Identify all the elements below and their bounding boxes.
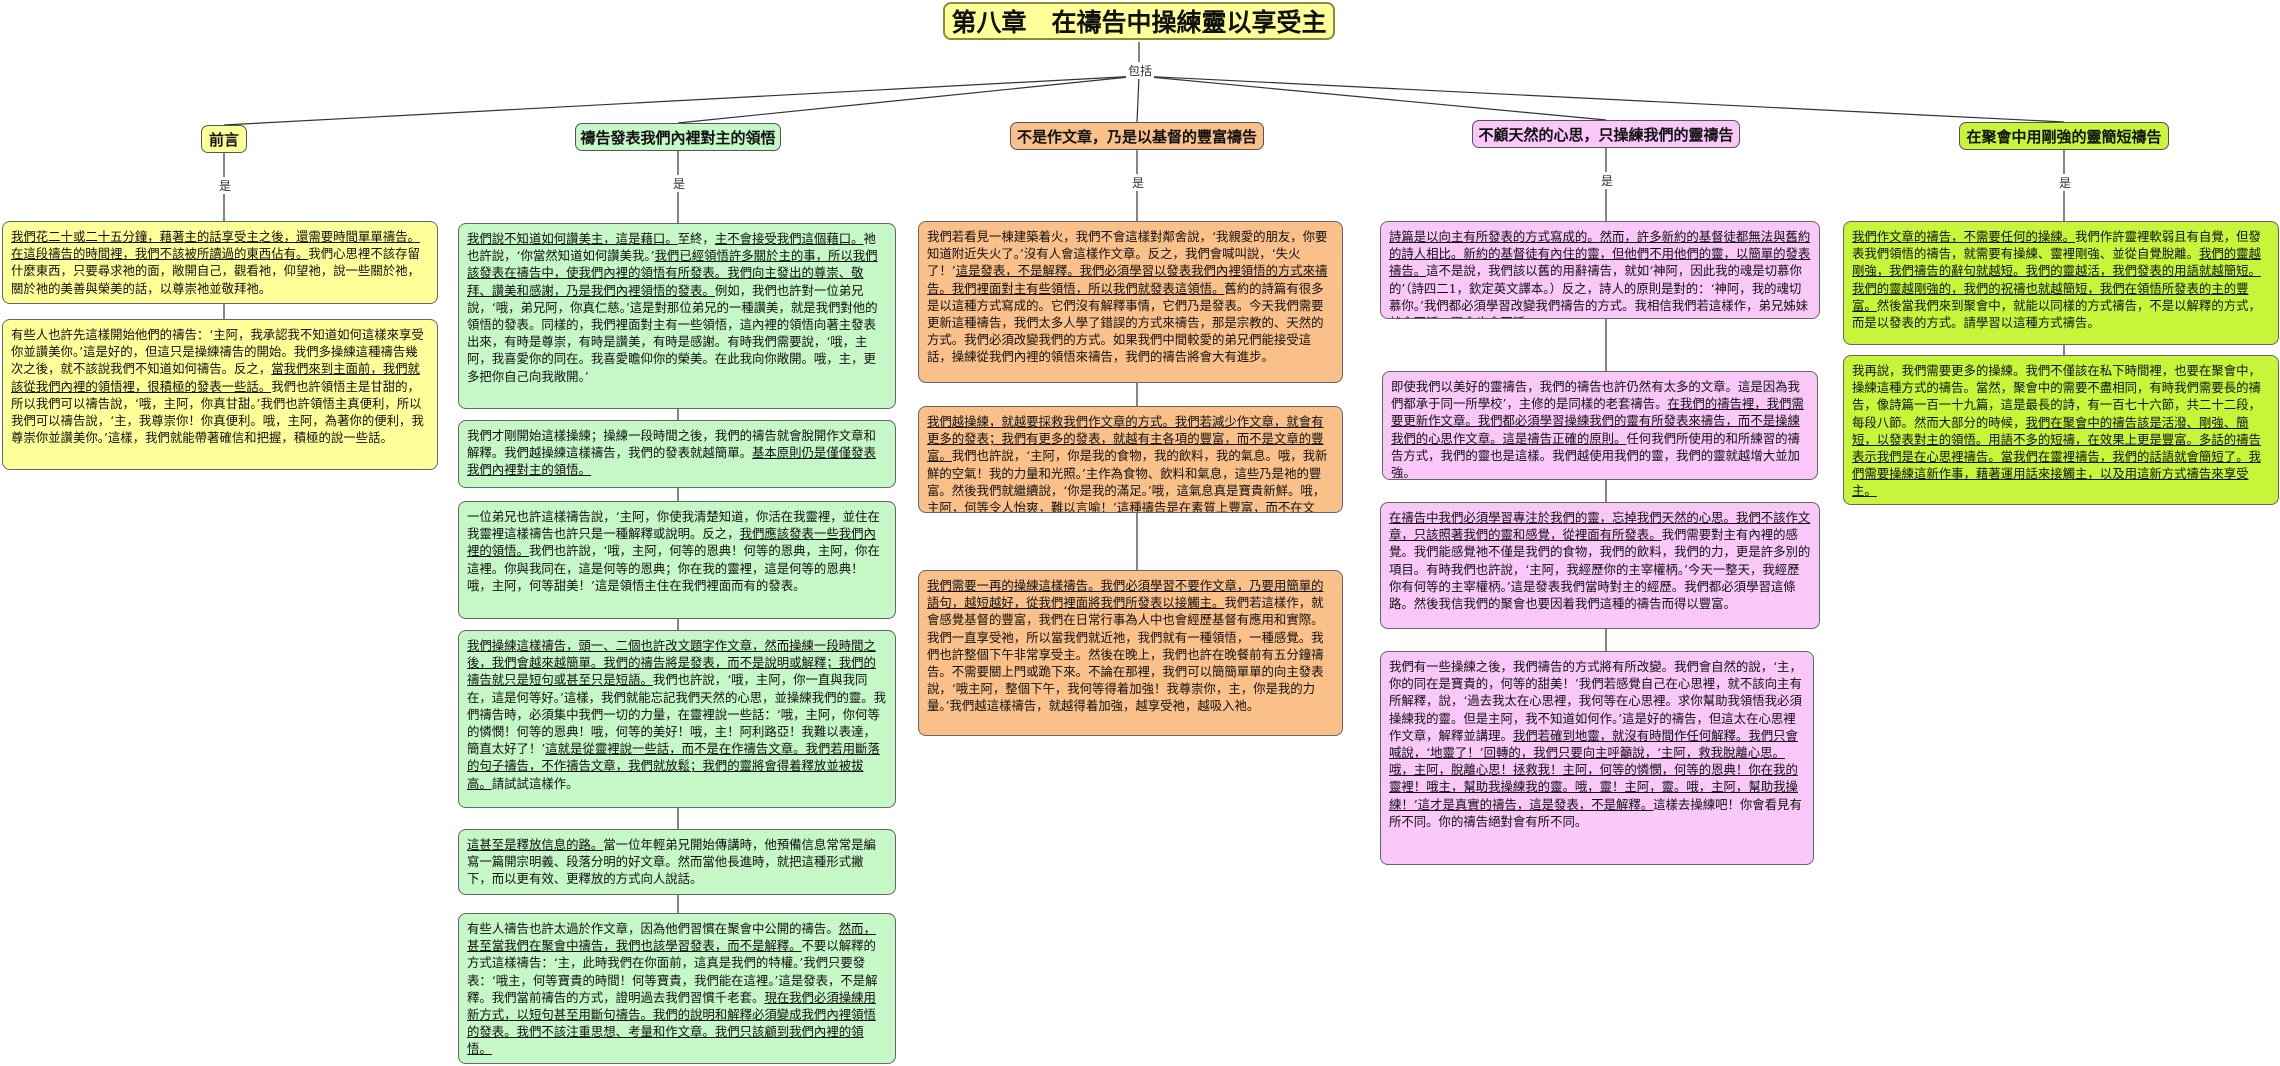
note-text: 這不是說，我們該以舊的用辭禱告，就如‘神阿，因此我的魂是切慕你的’（詩四二1，欽…: [1389, 263, 1809, 318]
emphasized-text: 我們的靈越剛強，我們禱告的辭句就越短。我們的靈越活，我們發表的用語就越簡短。我們…: [1852, 246, 2261, 313]
note-text: 我們有一些操練之後，我們禱告的方式將有所改變。我們會自然的說，‘主，你的同在是寶…: [1389, 659, 1802, 743]
branch-preface-heading: 前言: [201, 125, 247, 153]
branch-riches-of-christ-note: 我們需要一再的操練這樣禱告。我們必須學習不要作文章，乃要用簡單的語句，越短越好，…: [918, 570, 1343, 736]
relation-label-is: 是: [1599, 172, 1616, 189]
emphasized-text: 我們若確到地靈，就沒有時間作任何解釋。我們只會喊說，‘地靈了！’回轉的，我們只要…: [1389, 727, 1798, 812]
connector-line: [1136, 75, 1140, 123]
note-text: 不要以解釋的方式這樣禱告：‘主，此時我們在你面前，這真是我們的特權。’我們只要發…: [467, 938, 878, 1005]
note-text: 我們心思裡不該存留什麼東西，只要尋求祂的面，敞開自己，觀看祂，仰望祂，說一些關於…: [11, 246, 420, 296]
emphasized-text: 基本原則仍是僅僅發表我們內裡對主的領悟。: [467, 445, 876, 478]
note-text: 當一位年輕弟兄開始傳講時，他預備信息常常是編寫一篇開宗明義、段落分明的好文章。然…: [467, 837, 876, 887]
branch-preface-note: 我們花二十或二十五分鐘，藉著主的話享受主之後，還需要時間單單禱告。在這段禱告的時…: [2, 221, 438, 304]
note-text: 有些人也許先這樣開始他們的禱告：‘主阿，我承認我不知道如何這樣來享受你並讚美你。…: [11, 327, 424, 377]
branch-short-prayers-in-meetings-note: 我們作文章的禱告，不需要任何的操練。我們作許靈裡軟弱且有自覺，但發表我們領悟的禱…: [1843, 221, 2279, 345]
branch-exercise-spirit-note: 即使我們以美好的靈禱告，我們的禱告也許仍然有太多的文章。這是因為我們都承于同一所…: [1382, 371, 1818, 480]
note-text: 例如，我們也許對一位弟兄說，‘哦，弟兄阿，你真仁慈。’這是對那位弟兄的一種讚美，…: [467, 282, 878, 384]
note-text: 任何我們所使用的和所練習的禱告方式，我們的靈也是這樣。我們越使用我們的靈，我們的…: [1391, 430, 1800, 480]
branch-expressing-realization-note: 這甚至是釋放信息的路。當一位年輕弟兄開始傳講時，他預備信息常常是編寫一篇開宗明義…: [458, 829, 896, 895]
branch-expressing-realization-note: 一位弟兄也許這樣禱告說，‘主阿，你使我清楚知道，你活在我靈裡，並住在我靈裡這樣禱…: [458, 501, 896, 619]
note-text: 我們才剛開始這樣操練；操練一段時間之後，我們的禱告就會脫開作文章和解釋。我們越操…: [467, 428, 876, 461]
note-text: 我們作許靈裡軟弱且有自覺，但發表我們領悟的禱告，就需要有操練、靈裡剛強、並從自覺…: [1852, 229, 2261, 262]
relation-label-includes: 包括: [1126, 62, 1155, 79]
note-text: 我們也許說，‘主阿，你是我的食物，我的飲料，我的氣息。哦，我新鮮的空氣！我的力量…: [927, 448, 1328, 513]
connector-line: [223, 75, 1140, 126]
branch-short-prayers-in-meetings-heading: 在聚會中用剛強的靈簡短禱告: [1959, 122, 2169, 150]
relation-label-is: 是: [671, 175, 688, 192]
branch-expressing-realization-note: 我們操練這樣禱告，頭一、二個也許改文題字作文章，然而操練一段時間之後，我們會越來…: [458, 630, 896, 808]
emphasized-text: 詩篇是以向主有所發表的方式寫成的。然而，許多新約的基督徒都無法與舊約的詩人相比。…: [1389, 229, 1811, 279]
note-text: 我們也許說，‘哦，主阿，你一直與我同在，這是何等好。’這樣，我們就能忘記我們天然…: [467, 672, 887, 757]
branch-short-prayers-in-meetings-note: 我再說，我們需要更多的操練。我們不僅該在私下時間裡，也要在聚會中，操練這種方式的…: [1843, 355, 2279, 505]
note-text: 祂也許說，‘你當然知道如何讚美我。’: [467, 231, 876, 264]
emphasized-text: 主不會接受我們這個藉口。: [714, 231, 864, 246]
branch-expressing-realization-heading: 禱告發表我們內裡對主的領悟: [575, 123, 781, 151]
note-text: 至終，: [677, 231, 715, 246]
note-text: 我們也許說，‘哦，主阿，何等的恩典！何等的恩典，主阿，你在這裡。你與我同在，這是…: [467, 543, 880, 593]
note-text: 然後當我們來到聚會中，就能以同樣的方式禱告，不是以解釋的方式，而是以發表的方式。…: [1852, 297, 2261, 331]
relation-label-is: 是: [217, 177, 234, 194]
emphasized-text: 這甚至是釋放信息的路。: [467, 837, 604, 852]
branch-riches-of-christ-heading: 不是作文章，乃是以基督的豐富禱告: [1010, 122, 1264, 150]
note-text: 我們也許領悟主是甘甜的，所以我們可以禱告說，‘哦，主阿，你真甘甜。’我們也許領悟…: [11, 378, 424, 446]
note-text: 即使我們以美好的靈禱告，我們的禱告也許仍然有太多的文章。這是因為我們都承于同一所…: [1391, 379, 1800, 412]
note-text: 我們需要對主有內裡的感覺。我們能感覺祂不僅是我們的食物，我們的飲料，我們的力，更…: [1389, 527, 1811, 612]
relation-label-is: 是: [1130, 174, 1147, 191]
emphasized-text: 然而，甚至當我們在聚會中禱告，我們也該學習發表，而不是解釋。: [467, 921, 876, 954]
note-text: 有些人禱告也許太過於作文章，因為他們習慣在聚會中公開的禱告。: [467, 921, 839, 936]
branch-riches-of-christ-note: 我們越操練，就越要採救我們作文章的方式。我們若減少作文章，就會有更多的發表；我們…: [918, 406, 1343, 513]
chapter-title: 第八章 在禱告中操練靈以享受主: [943, 2, 1335, 40]
note-text: 舊約的詩篇有很多是以這種方式寫成的。它們沒有解釋事情，它們乃是發表。今天我們需要…: [927, 280, 1324, 365]
note-text: 這樣去操練吧！你會看見有所不同。你的禱告絕對會有所不同。: [1389, 796, 1802, 829]
emphasized-text: 我們操練這樣禱告，頭一、二個也許改文題字作文章，然而操練一段時間之後，我們會越來…: [467, 638, 876, 688]
note-text: 一位弟兄也許這樣禱告說，‘主阿，你使我清楚知道，你活在我靈裡，並住在我靈裡這樣禱…: [467, 509, 880, 542]
branch-preface-note: 有些人也許先這樣開始他們的禱告：‘主阿，我承認我不知道如何這樣來享受你並讚美你。…: [2, 319, 438, 470]
emphasized-text: 在我們的禱告裡，我們需要更新作文章。我們都必須學習操練我們的靈有所發表來禱告，而…: [1391, 396, 1804, 446]
emphasized-text: 這就是從靈裡說一些話，而不是在作禱告文章。我們若用斷落的句子禱告，不作禱告文章，…: [467, 741, 880, 791]
emphasized-text: 我們應該發表一些我們內裡的領悟。: [467, 526, 876, 559]
emphasized-text: 我們說不知道如何讚美主，這是藉口。: [467, 231, 678, 246]
branch-exercise-spirit-note: 我們有一些操練之後，我們禱告的方式將有所改變。我們會自然的說，‘主，你的同在是寶…: [1380, 651, 1814, 865]
emphasized-text: 這是發表，不是解釋。我們必須學習以發表我們內裡領悟的方式來禱告。我們裡面對主有些…: [927, 263, 1328, 296]
emphasized-text: 我們花二十或二十五分鐘，藉著主的話享受主之後，還需要時間單單禱告。在這段禱告的時…: [11, 229, 420, 262]
branch-exercise-spirit-note: 在禱告中我們必須學習專注於我們的靈，忘掉我們天然的心思。我們不該作文章，只該照著…: [1380, 502, 1820, 629]
branch-expressing-realization-note: 我們才剛開始這樣操練；操練一段時間之後，我們的禱告就會脫開作文章和解釋。我們越操…: [458, 420, 896, 488]
note-text: 我再說，我們需要更多的操練。我們不僅該在私下時間裡，也要在聚會中，操練這種方式的…: [1852, 363, 2261, 430]
emphasized-text: 我們已經領悟許多關於主的事，所以我們該發表在禱告中，使我們內裡的領悟有所發表。我…: [467, 248, 878, 298]
emphasized-text: 當我們來到主面前，我們就該從我們內裡的領悟裡，很積極的發表一些話。: [11, 361, 420, 394]
connector-line: [1138, 75, 2065, 123]
emphasized-text: 我們越操練，就越要採救我們作文章的方式。我們若減少作文章，就會有更多的發表；我們…: [927, 414, 1324, 464]
note-text: 我們若看見一棟建築着火，我們不會這樣對鄰舍說，‘我親愛的朋友，你要知道附近失火了…: [927, 229, 1328, 279]
note-text: 請試試這樣作。: [491, 775, 579, 791]
connector-line: [677, 75, 1140, 124]
emphasized-text: 我們作文章的禱告，不需要任何的操練。: [1852, 229, 2076, 244]
connector-line: [1138, 75, 1607, 121]
note-text: 我們若這樣作，就會感覺基督的豐富，我們在日常行事為人中也會經歷基督有應用和實際。…: [927, 595, 1324, 714]
branch-exercise-spirit-note: 詩篇是以向主有所發表的方式寫成的。然而，許多新約的基督徒都無法與舊約的詩人相比。…: [1380, 221, 1820, 319]
branch-exercise-spirit-heading: 不顧天然的心思，只操練我們的靈禱告: [1472, 120, 1740, 148]
emphasized-text: 我們需要一再的操練這樣禱告。我們必須學習不要作文章，乃要用簡單的語句，越短越好，…: [927, 578, 1324, 611]
emphasized-text: 我們在聚會中的禱告該是活潑、剛強、簡短，以發表對主的領悟。用語不多的短禱，在效果…: [1852, 414, 2261, 499]
relation-label-is: 是: [2057, 174, 2074, 191]
branch-expressing-realization-note: 我們說不知道如何讚美主，這是藉口。至終，主不會接受我們這個藉口。祂也許說，‘你當…: [458, 223, 896, 409]
branch-expressing-realization-note: 有些人禱告也許太過於作文章，因為他們習慣在聚會中公開的禱告。然而，甚至當我們在聚…: [458, 913, 896, 1064]
emphasized-text: 在禱告中我們必須學習專注於我們的靈，忘掉我們天然的心思。我們不該作文章，只該照著…: [1389, 510, 1811, 543]
branch-riches-of-christ-note: 我們若看見一棟建築着火，我們不會這樣對鄰舍說，‘我親愛的朋友，你要知道附近失火了…: [918, 221, 1343, 383]
emphasized-text: 現在我們必須操練用新方式，以短句甚至用斷句禱告。我們的說明和解釋必須變成我們內裡…: [467, 989, 876, 1057]
